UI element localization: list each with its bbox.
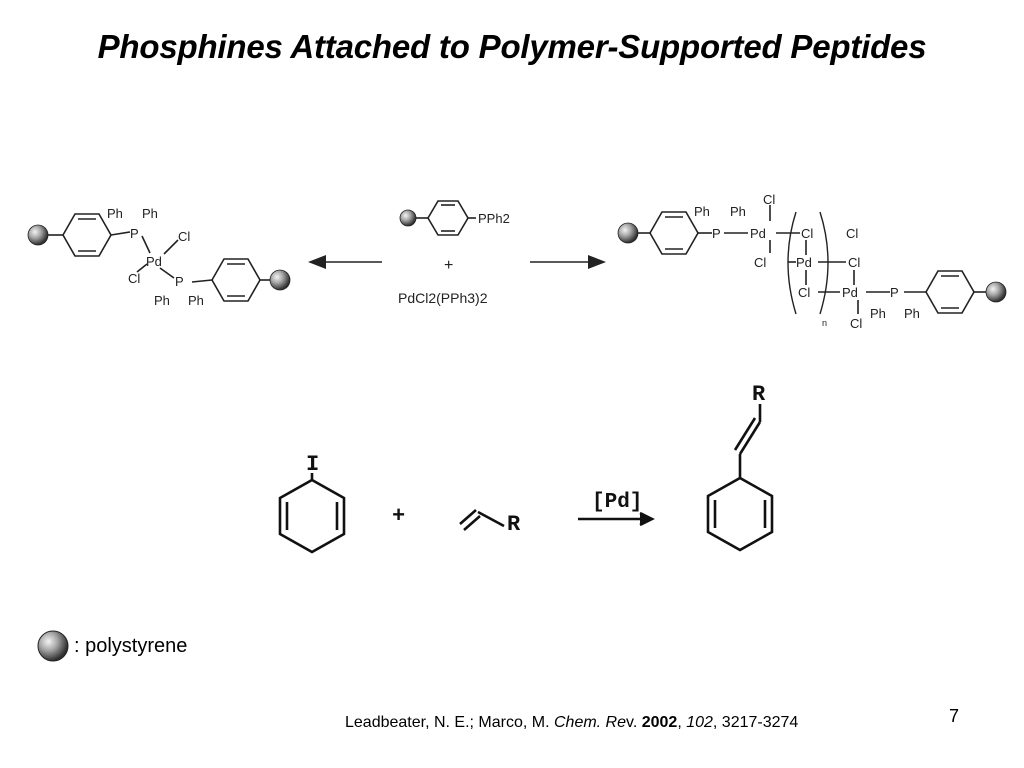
- reagent-substituent: PPh2: [478, 211, 510, 226]
- atom-label: Cl: [846, 226, 858, 241]
- citation-volume: 102: [686, 714, 713, 731]
- polystyrene-bead-icon: [985, 281, 1007, 303]
- atom-label: Pd: [750, 226, 766, 241]
- legend-label: : polystyrene: [74, 634, 188, 657]
- atom-label: Cl: [848, 255, 860, 270]
- page-number: 7: [949, 706, 960, 726]
- atom-label: Ph: [188, 293, 204, 308]
- left-complex: [27, 213, 291, 302]
- catalyst-label: [Pd]: [592, 491, 642, 514]
- polystyrene-bead-icon: [27, 224, 49, 246]
- atom-label: P: [175, 274, 184, 289]
- atom-label: Cl: [850, 316, 862, 331]
- atom-label: Ph: [142, 206, 158, 221]
- atom-label: P: [130, 226, 139, 241]
- atom-label: Ph: [107, 206, 123, 221]
- polystyrene-bead-icon: [269, 269, 291, 291]
- atom-label: Ph: [694, 204, 710, 219]
- palladium-reagent: PdCl2(PPh3)2: [398, 290, 488, 306]
- polystyrene-bead-icon: [37, 630, 69, 662]
- atom-label: Cl: [763, 192, 775, 207]
- iodo-atom: I: [306, 452, 319, 477]
- atom-label: Cl: [754, 255, 766, 270]
- left-complex-labels: Ph Ph P Cl Pd Cl P Ph Ph: [107, 206, 204, 308]
- polystyrene-bead-icon: [399, 209, 417, 227]
- atom-label: Cl: [128, 271, 140, 286]
- plus-sign: +: [444, 257, 453, 274]
- reaction-arrows: [308, 255, 606, 269]
- citation-separator: ,: [677, 714, 687, 731]
- citation-journal: Chem. Re: [553, 714, 627, 731]
- atom-label: Cl: [798, 285, 810, 300]
- plus-sign: +: [392, 504, 405, 529]
- right-complex-labels: Ph Ph P Pd Cl Cl Cl Pd Cl Cl Cl Pd Cl P …: [694, 192, 920, 331]
- atom-label: P: [712, 226, 721, 241]
- atom-label: P: [890, 285, 899, 300]
- repeat-subscript: n: [822, 318, 827, 328]
- citation-journal-end: v.: [626, 714, 642, 731]
- atom-label: Pd: [796, 255, 812, 270]
- atom-label: Ph: [904, 306, 920, 321]
- citation-pages: , 3217-3274: [712, 714, 799, 731]
- citation-authors: Leadbeater, N. E.; Marco, M.: [345, 714, 554, 731]
- atom-label: Cl: [801, 226, 813, 241]
- citation: Leadbeater, N. E.; Marco, M. Chem. Rev. …: [345, 714, 798, 732]
- polystyrene-bead-icon: [617, 222, 639, 244]
- alkene-substituent: R: [507, 512, 521, 537]
- citation-year: 2002: [641, 714, 678, 731]
- legend: : polystyrene: [36, 628, 187, 664]
- atom-label: Ph: [870, 306, 886, 321]
- center-reagent: [399, 200, 476, 236]
- slide-title: Phosphines Attached to Polymer-Supported…: [97, 28, 927, 65]
- atom-label: Ph: [730, 204, 746, 219]
- product-substituent: R: [752, 382, 766, 407]
- right-complex: [617, 205, 1007, 315]
- atom-label: Cl: [178, 229, 190, 244]
- atom-label: Pd: [146, 254, 162, 269]
- atom-label: Ph: [154, 293, 170, 308]
- heck-reaction: [278, 404, 774, 554]
- atom-label: Pd: [842, 285, 858, 300]
